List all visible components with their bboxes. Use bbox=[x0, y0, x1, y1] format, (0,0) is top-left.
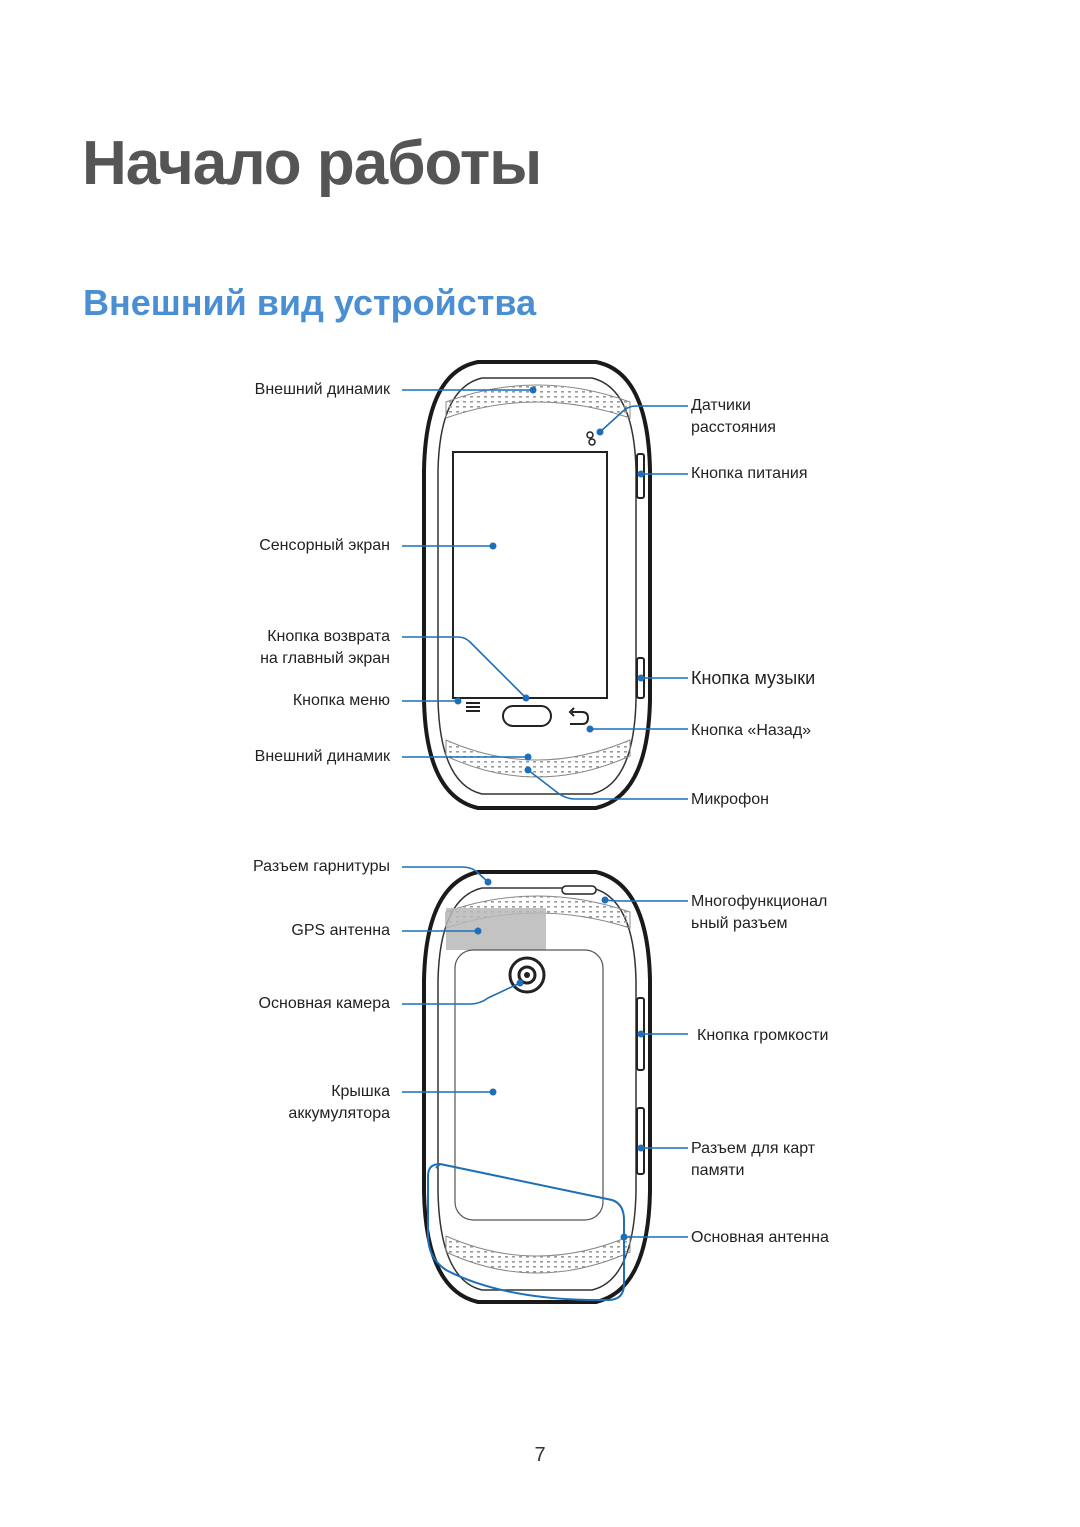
label-battery-cover: Крышка аккумулятора bbox=[288, 1081, 390, 1125]
phone-back-inner bbox=[437, 887, 637, 1291]
back-key-icon bbox=[568, 707, 590, 725]
label-proximity-sensors: Датчики расстояния bbox=[691, 395, 776, 439]
label-outer-speaker-bottom: Внешний динамик bbox=[254, 748, 390, 765]
chapter-title: Начало работы bbox=[82, 129, 542, 198]
label-memory-card-slot-line1: Разъем для карт bbox=[691, 1140, 816, 1157]
label-touch-screen: Сенсорный экран bbox=[259, 537, 390, 554]
callout-dots bbox=[454, 386, 645, 1241]
label-outer-speaker-top: Внешний динамик bbox=[254, 381, 390, 398]
top-speaker-grille bbox=[445, 384, 631, 419]
label-volume-button: Кнопка громкости bbox=[697, 1027, 829, 1044]
back-bottom-grille bbox=[445, 1235, 631, 1274]
phone-front bbox=[422, 360, 652, 810]
main-antenna-outline bbox=[427, 1162, 625, 1301]
page-number: 7 bbox=[534, 1444, 546, 1466]
label-proximity-sensors-line2: расстояния bbox=[691, 419, 776, 436]
label-music-button: Кнопка музыки bbox=[691, 668, 816, 688]
section-title: Внешний вид устройства bbox=[83, 282, 537, 323]
phone-back bbox=[422, 870, 652, 1304]
label-memory-card-slot: Разъем для карт памяти bbox=[691, 1138, 815, 1182]
label-power-button: Кнопка питания bbox=[691, 465, 808, 482]
label-multipurpose-jack-line1: Многофункционал bbox=[691, 893, 828, 910]
label-rear-camera: Основная камера bbox=[258, 995, 390, 1012]
label-battery-cover-line1: Крышка bbox=[331, 1083, 390, 1100]
label-multipurpose-jack-line2: ьный разъем bbox=[691, 915, 788, 932]
memory-card-slot-shape bbox=[636, 1107, 645, 1175]
label-headset-jack: Разъем гарнитуры bbox=[253, 858, 390, 875]
label-gps-antenna: GPS антенна bbox=[291, 922, 390, 939]
menu-key-icon bbox=[466, 702, 480, 712]
battery-cover bbox=[454, 949, 604, 1221]
gps-antenna-area bbox=[446, 908, 546, 950]
label-home-button: Кнопка возврата на главный экран bbox=[260, 626, 390, 670]
label-home-button-line2: на главный экран bbox=[260, 650, 390, 667]
label-battery-cover-line2: аккумулятора bbox=[288, 1105, 390, 1122]
callout-lines bbox=[402, 389, 688, 1238]
label-multipurpose-jack: Многофункционал ьный разъем bbox=[691, 891, 827, 935]
label-home-button-line1: Кнопка возврата bbox=[267, 628, 390, 645]
home-button bbox=[502, 705, 552, 727]
label-microphone: Микрофон bbox=[691, 791, 769, 808]
label-menu-button: Кнопка меню bbox=[292, 692, 390, 709]
label-main-antenna: Основная антенна bbox=[691, 1229, 829, 1246]
bottom-speaker-grille bbox=[445, 739, 631, 778]
label-memory-card-slot-line2: памяти bbox=[691, 1162, 745, 1179]
touch-screen bbox=[452, 451, 608, 699]
label-back-button: Кнопка «Назад» bbox=[691, 722, 812, 739]
label-proximity-sensors-line1: Датчики bbox=[691, 397, 751, 414]
